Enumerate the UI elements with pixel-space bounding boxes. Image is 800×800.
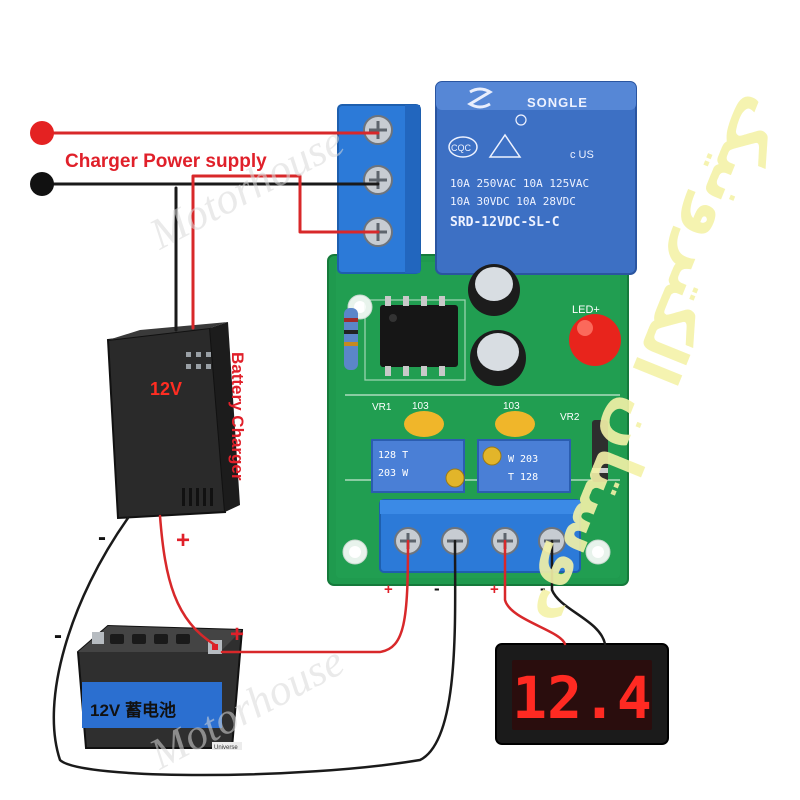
voltmeter-reading: 12.4 [512,664,652,732]
ceramic-capacitor: 103 [495,401,535,437]
battery-brand: Universe [214,745,238,751]
capacitor [470,330,526,386]
battery: 12V 蓄电池 Universe [76,624,244,751]
battery-label: 12V 蓄电池 [90,700,176,720]
relay-rating-line-1: 10A 250VAC 10A 125VAC [450,177,589,190]
cap-code-label: 103 [503,401,520,412]
voltmeter: 12.4 [495,643,669,745]
resistor [344,308,358,370]
battery-minus-label: - [54,622,62,649]
cqc-mark-icon: CQC [448,136,478,158]
battery-positive-wire [220,539,410,654]
songle-logo-icon [467,87,493,109]
diode [592,420,608,482]
vr2-label: VR2 [560,412,580,423]
battery-plus-label: + [230,621,244,648]
battery-charger: 12V [106,322,240,520]
pot2-bottom-code: T 128 [508,472,538,483]
pot1-top-code: 128 T [378,450,408,461]
potentiometer: W 203 T 128 [477,439,571,493]
charger-input-red-wire [191,174,380,330]
voltmeter-negative-wire [550,539,607,646]
ic-chip [380,296,458,376]
relay-cert: CQC [451,143,472,153]
cap-code-label: 103 [412,401,429,412]
mounting-hole [342,539,368,565]
ceramic-capacitor: 103 [404,401,444,437]
relay: SONGLE CQC c US 10A 250VAC 10A 125VAC 10… [435,81,637,275]
supply-positive-terminal-icon [30,121,54,145]
relay-rating-line-2: 10A 30VDC 10A 28VDC [450,195,576,208]
capacitor [468,264,520,316]
terminal-minus-label: - [434,579,440,598]
led: LED+ [569,304,621,366]
screw-icon [363,115,393,145]
relay-model: SRD-12VDC-SL-C [450,215,560,230]
voltmeter-positive-wire [503,539,567,646]
watermark-top: Motorhouse [141,116,352,259]
potentiometer: 128 T 203 W [371,439,465,493]
pot2-top-code: W 203 [508,454,538,465]
input-terminal-block [337,104,421,274]
battery-terminal-icon [92,632,104,644]
vr1-label: VR1 [372,402,392,413]
wires [40,131,607,777]
terminal-plus-label: + [490,581,499,598]
supply-negative-terminal-icon [30,172,54,196]
vent-grille [182,488,213,506]
relay-us-mark: c US [570,149,594,161]
screw-icon [363,165,393,195]
charger-voltage-label: 12V [150,379,182,399]
terminal-plus-label: + [384,581,393,598]
led-label: LED+ [572,304,600,316]
mounting-hole [585,539,611,565]
relay-brand: SONGLE [527,95,588,110]
terminal-minus-label: - [540,579,546,598]
charger-power-supply-label: Charger Power supply [65,151,267,172]
charger-positive-wire [158,514,217,647]
charger-minus-label: - [98,524,106,551]
battery-charger-label: Battery Charger [228,352,247,481]
pot1-bottom-code: 203 W [378,468,409,479]
warning-triangle-icon [488,133,522,158]
charger-negative-wire [52,516,457,777]
charger-plus-label: + [176,527,190,554]
